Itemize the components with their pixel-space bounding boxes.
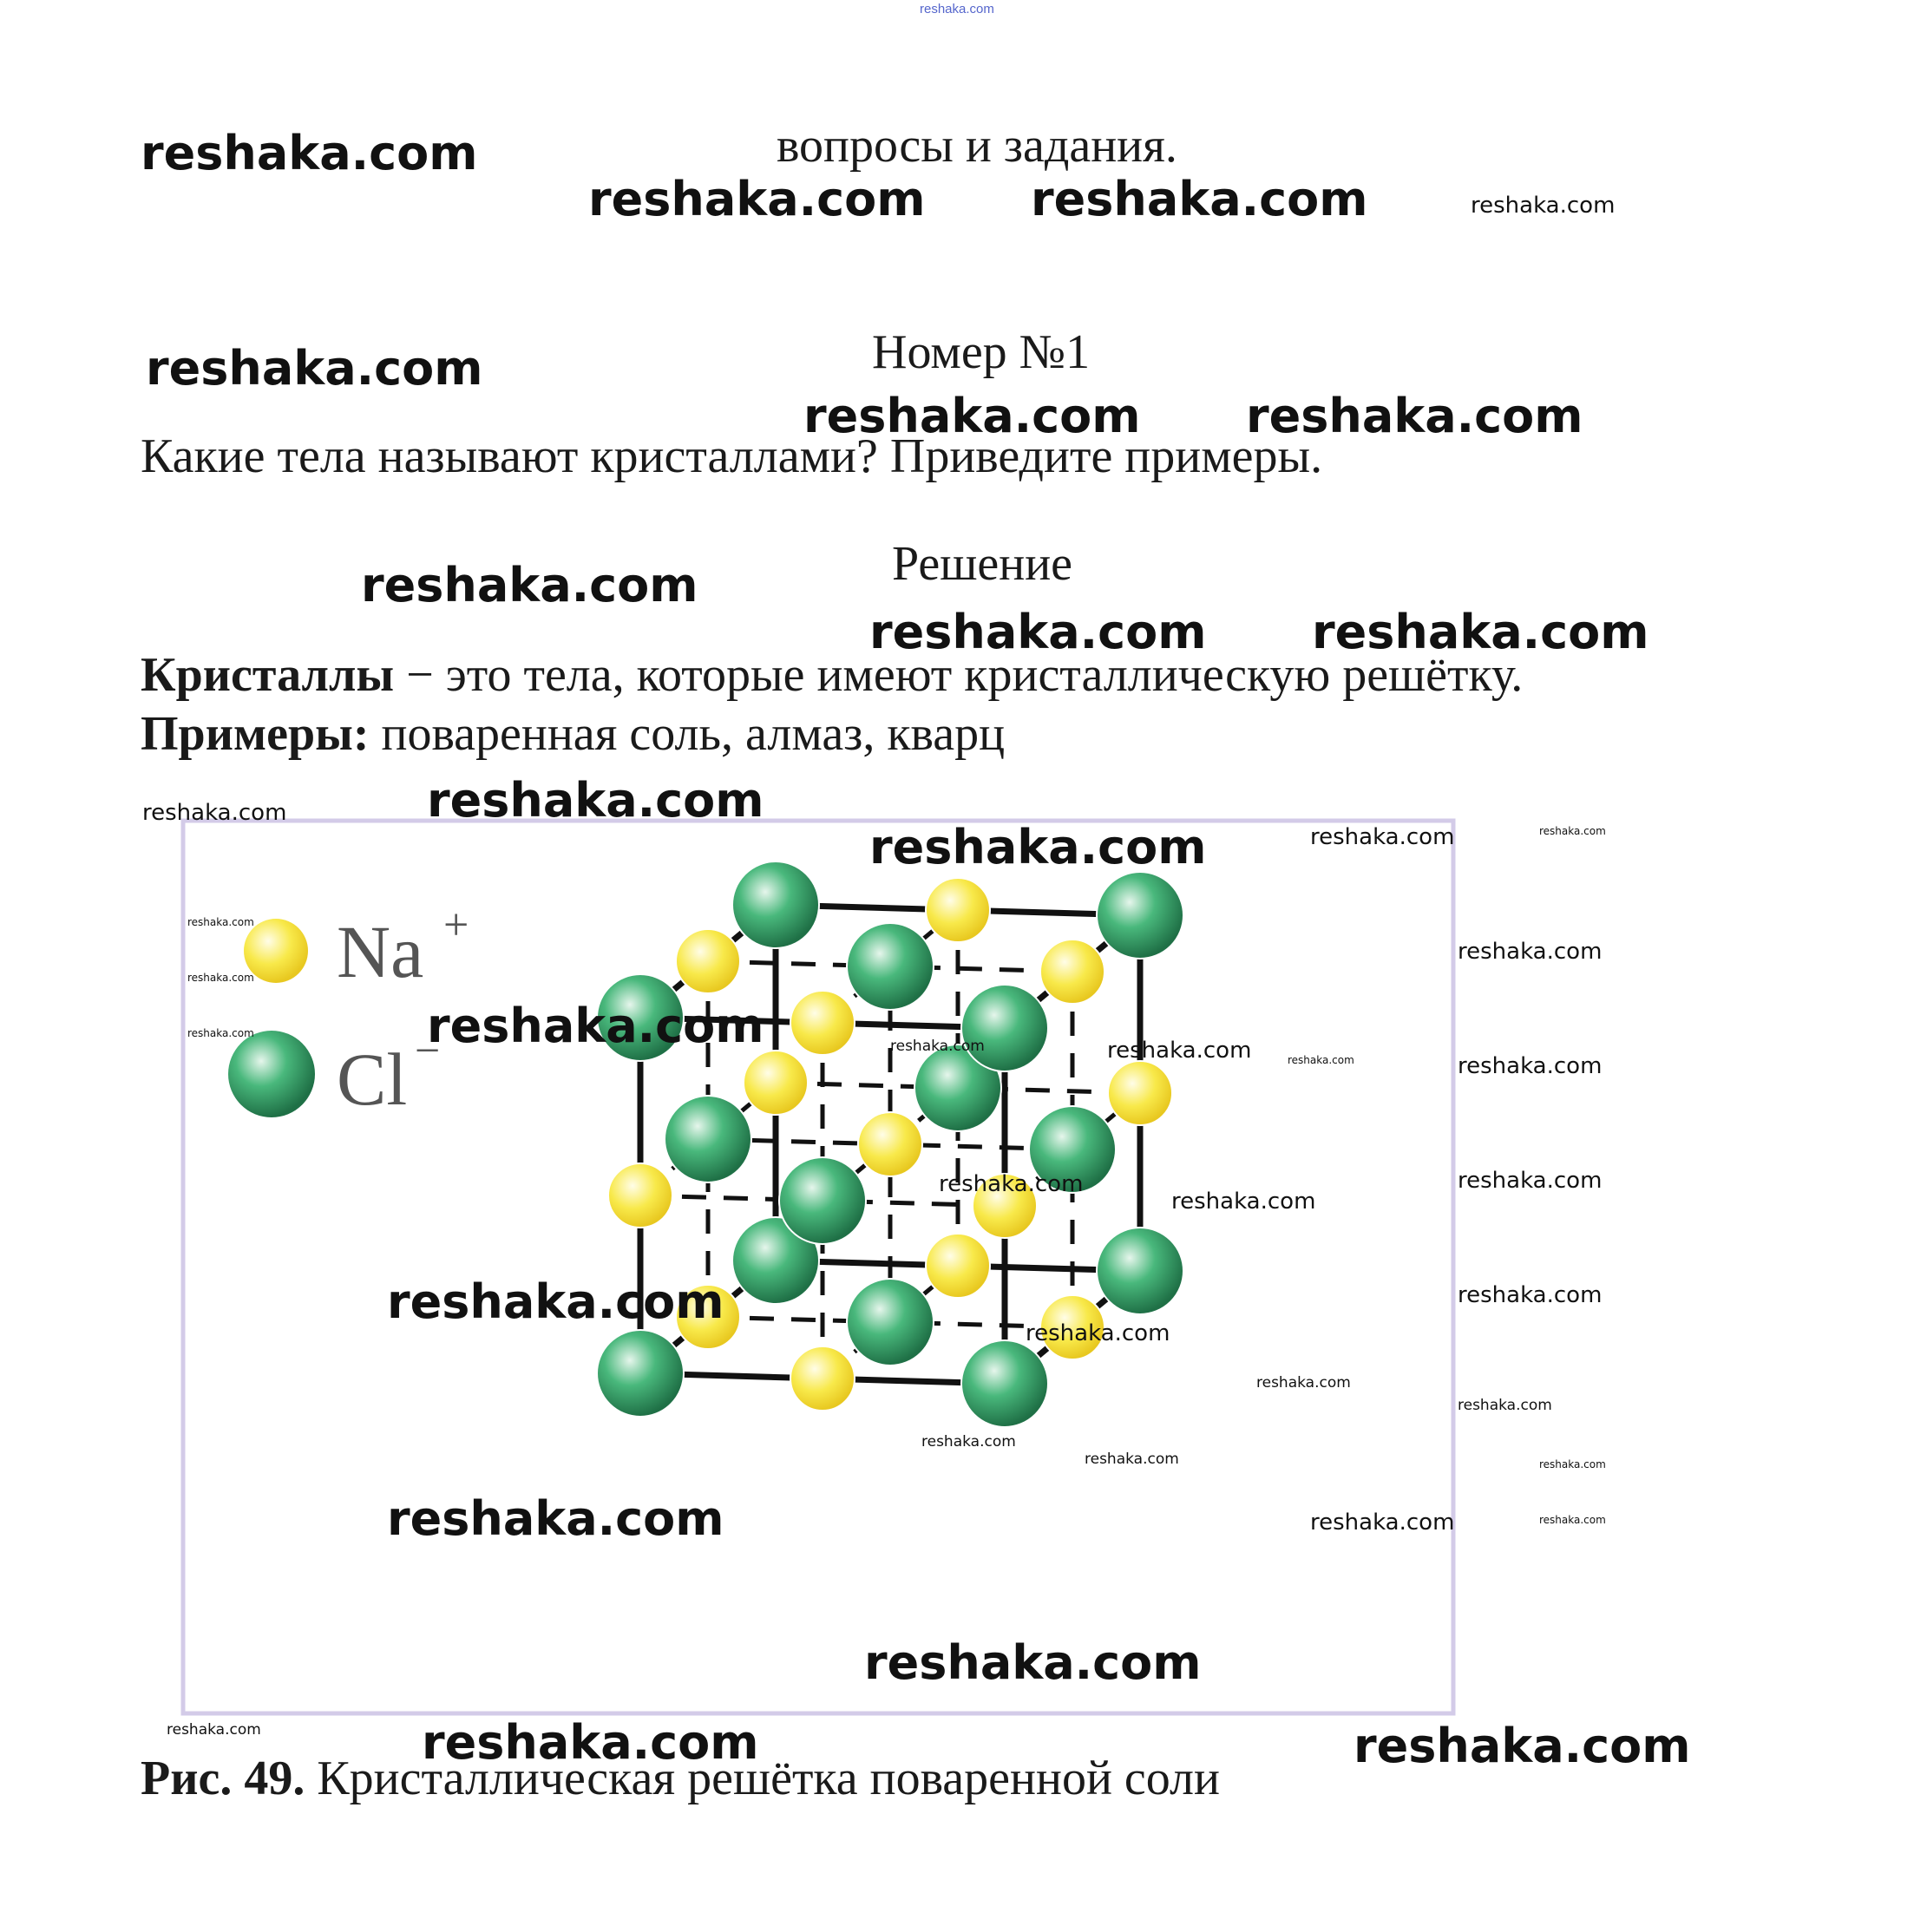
watermark: reshaka.com	[387, 1491, 724, 1546]
watermark: reshaka.com	[187, 1027, 254, 1039]
watermark: reshaka.com	[1256, 1374, 1351, 1392]
na-ion	[607, 1162, 673, 1228]
legend-cl-symbol: Cl	[337, 1038, 407, 1121]
watermark: reshaka.com	[1458, 939, 1603, 965]
watermark: reshaka.com	[1310, 824, 1455, 850]
na-ion	[972, 1173, 1038, 1239]
examples-text: поваренная соль, алмаз, кварц	[369, 707, 1006, 761]
na-ion	[925, 1233, 991, 1299]
watermark: reshaka.com	[1031, 172, 1368, 226]
legend-cl-charge: −	[415, 1026, 440, 1076]
watermark: reshaka.com	[1354, 1719, 1691, 1773]
watermark: reshaka.com	[1471, 193, 1616, 219]
watermark: reshaka.com	[1310, 1510, 1455, 1536]
legend-na-sphere	[244, 919, 308, 983]
na-ion	[790, 1346, 855, 1411]
figure-caption-label: Рис. 49.	[141, 1752, 305, 1805]
watermark: reshaka.com	[1085, 1451, 1179, 1468]
examples-term: Примеры:	[141, 707, 370, 761]
watermark: reshaka.com	[869, 605, 1207, 659]
na-ion	[1039, 939, 1105, 1005]
watermark: reshaka.com	[387, 1274, 724, 1329]
cl-ion	[914, 1044, 1002, 1132]
cl-ion	[731, 861, 820, 949]
watermark: reshaka.com	[146, 341, 483, 396]
watermark: reshaka.com	[921, 1433, 1016, 1451]
examples-line: Примеры: поваренная соль, алмаз, кварц	[141, 710, 1005, 758]
na-ion	[925, 877, 991, 943]
lattice-atoms	[596, 861, 1184, 1428]
solution-label: Решение	[892, 537, 1073, 591]
watermark: reshaka.com	[1288, 1054, 1354, 1066]
figure-caption-text: Кристаллическая решётка поваренной соли	[305, 1752, 1220, 1805]
watermark: reshaka.com	[1539, 825, 1606, 837]
na-ion	[743, 1050, 809, 1116]
watermark: reshaka.com	[890, 1038, 985, 1055]
cl-ion	[664, 1095, 752, 1183]
cl-ion	[960, 984, 1049, 1072]
watermark: reshaka.com	[864, 1635, 1202, 1690]
watermark: reshaka.com	[588, 172, 926, 226]
watermark: reshaka.com	[1458, 1282, 1603, 1308]
legend-cl-sphere	[228, 1031, 315, 1117]
cl-ion	[596, 1329, 685, 1418]
figure-caption: Рис. 49. Кристаллическая решётка поварен…	[141, 1754, 1220, 1803]
definition-line: Кристаллы − это тела, которые имеют крис…	[141, 651, 1523, 699]
watermark: reshaka.com	[1246, 389, 1583, 443]
problem-question: Какие тела называют кристаллами? Приведи…	[141, 429, 1323, 483]
na-ion	[675, 1284, 741, 1350]
watermark: reshaka.com	[187, 972, 254, 984]
cl-ion	[778, 1156, 867, 1245]
cl-ion	[960, 1339, 1049, 1428]
cl-ion	[1028, 1105, 1117, 1194]
watermark: reshaka.com	[361, 558, 698, 612]
legend-na-charge: +	[443, 901, 469, 950]
watermark: reshaka.com	[1171, 1189, 1316, 1215]
watermark: reshaka.com	[939, 1171, 1084, 1197]
watermark: reshaka.com	[1107, 1038, 1252, 1064]
watermark: reshaka.com	[167, 1721, 261, 1739]
cl-ion	[1096, 871, 1184, 959]
cl-ion	[731, 1216, 820, 1305]
watermark: reshaka.com	[1539, 1514, 1606, 1526]
na-ion	[790, 990, 855, 1056]
na-ion	[675, 928, 741, 994]
watermark: reshaka.com	[869, 820, 1207, 874]
legend-na-symbol: Na	[337, 910, 423, 993]
problem-number: Номер №1	[872, 325, 1091, 379]
definition-text: − это тела, которые имеют кристаллическу…	[394, 648, 1524, 702]
legend: Na + Cl −	[228, 901, 469, 1121]
na-ion	[857, 1111, 923, 1177]
source-link[interactable]: reshaka.com	[920, 2, 994, 16]
definition-term: Кристаллы	[141, 648, 395, 702]
watermark: reshaka.com	[1312, 605, 1649, 659]
na-ion	[1039, 1294, 1105, 1360]
watermark: reshaka.com	[141, 126, 478, 180]
watermark: reshaka.com	[1458, 1053, 1603, 1079]
na-ion	[1107, 1060, 1173, 1126]
watermark: reshaka.com	[427, 773, 764, 828]
cl-ion	[846, 1278, 934, 1366]
watermark: reshaka.com	[142, 800, 287, 826]
cl-ion	[846, 922, 934, 1011]
section-title: вопросы и задания.	[777, 119, 1177, 173]
watermark: reshaka.com	[1458, 1397, 1552, 1414]
watermark: reshaka.com	[187, 916, 254, 928]
cl-ion	[596, 973, 685, 1062]
watermark: reshaka.com	[427, 999, 764, 1053]
watermark: reshaka.com	[1458, 1168, 1603, 1194]
cl-ion	[1096, 1227, 1184, 1315]
watermark: reshaka.com	[1539, 1458, 1606, 1470]
watermark: reshaka.com	[803, 389, 1141, 443]
watermark: reshaka.com	[422, 1715, 759, 1770]
nacl-lattice-figure: Na + Cl −	[180, 818, 1456, 1716]
watermark: reshaka.com	[1026, 1320, 1170, 1346]
